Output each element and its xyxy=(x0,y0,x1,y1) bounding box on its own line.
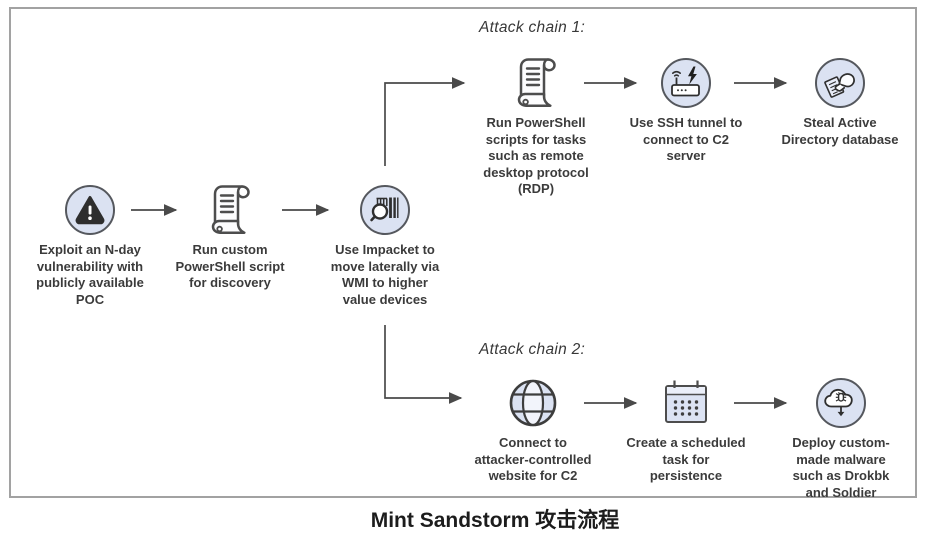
hand-stealing-document-icon xyxy=(814,54,866,112)
node-label: Exploit an N-day vulnerability with publ… xyxy=(36,242,144,307)
powershell-scroll-icon xyxy=(511,54,561,112)
node-custom-powershell: Run custom PowerShell script for discove… xyxy=(150,181,310,292)
powershell-scroll-icon xyxy=(205,181,255,239)
node-label: Steal Active Directory database xyxy=(781,115,899,147)
node-deploy-malware: Deploy custom- made malware such as Drok… xyxy=(761,374,921,501)
node-label: Connect to attacker-controlled website f… xyxy=(474,435,592,483)
node-impacket-lateral: Use Impacket to move laterally via WMI t… xyxy=(305,181,465,308)
node-label: Use Impacket to move laterally via WMI t… xyxy=(330,242,440,307)
warning-triangle-icon xyxy=(64,181,116,239)
connector-arrows xyxy=(131,77,788,409)
node-label: Use SSH tunnel to connect to C2 server xyxy=(629,115,743,163)
node-label: Run PowerShell scripts for tasks such as… xyxy=(483,115,589,196)
node-ssh-tunnel: Use SSH tunnel to connect to C2 server xyxy=(606,54,766,165)
node-label: Run custom PowerShell script for discove… xyxy=(175,242,285,290)
barcode-magnifier-icon xyxy=(359,181,411,239)
node-exploit-nday: Exploit an N-day vulnerability with publ… xyxy=(10,181,170,308)
globe-icon xyxy=(507,374,559,432)
node-label: Deploy custom- made malware such as Drok… xyxy=(792,435,890,500)
calendar-schedule-icon xyxy=(661,374,711,432)
node-scheduled-task: Create a scheduled task for persistence xyxy=(606,374,766,485)
malware-cloud-download-icon xyxy=(815,374,867,432)
router-lightning-icon xyxy=(660,54,712,112)
attack-chain-1-label: Attack chain 1: xyxy=(479,19,586,36)
node-powershell-rdp: Run PowerShell scripts for tasks such as… xyxy=(456,54,616,198)
node-steal-ad-database: Steal Active Directory database xyxy=(760,54,920,148)
attack-chain-2-label: Attack chain 2: xyxy=(479,341,586,358)
diagram-canvas: { "diagram": { "caption": "Mint Sandstor… xyxy=(9,7,921,532)
node-label: Create a scheduled task for persistence xyxy=(626,435,746,483)
node-c2-website: Connect to attacker-controlled website f… xyxy=(453,374,613,485)
diagram-caption: Mint Sandstorm 攻击流程 xyxy=(370,509,620,532)
